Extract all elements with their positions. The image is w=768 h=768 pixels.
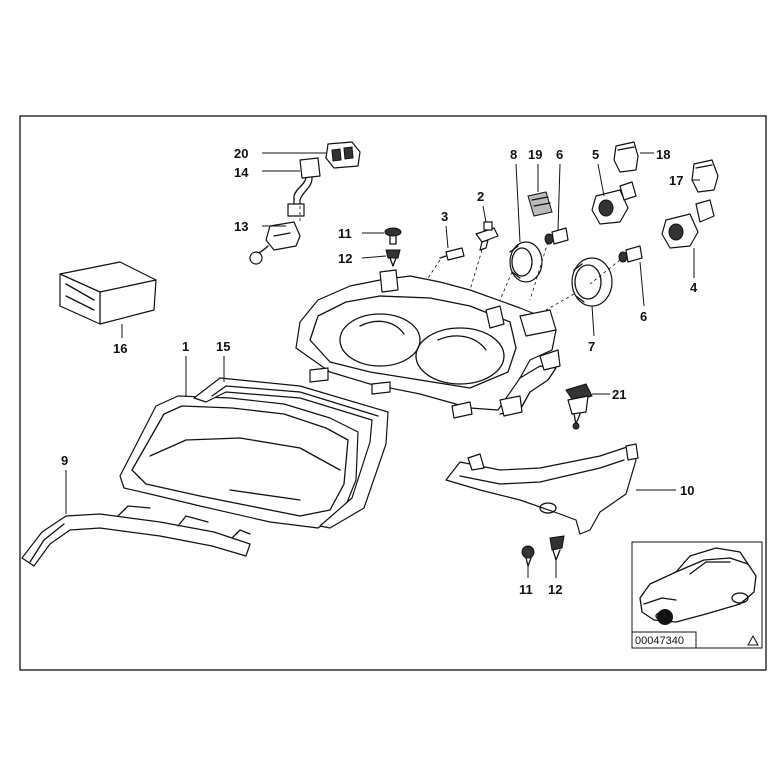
assembly-guide-lines xyxy=(299,206,621,311)
callout-11-top: 11 xyxy=(338,226,352,241)
callout-8: 8 xyxy=(510,147,517,162)
part-18-cap xyxy=(613,141,639,173)
callout-12-top: 12 xyxy=(338,251,352,266)
part-6-bulb-upper xyxy=(544,227,569,245)
part-14-wiring-harness xyxy=(287,157,321,217)
callout-4: 4 xyxy=(690,280,698,295)
part-19-bulb xyxy=(527,191,553,217)
headlight-housing xyxy=(295,269,561,419)
location-marker xyxy=(657,609,673,625)
callout-1: 1 xyxy=(182,339,189,354)
part-12-clip-top xyxy=(385,249,401,267)
part-7-cap xyxy=(571,257,613,307)
callout-12-bottom: 12 xyxy=(548,582,562,597)
part-5-bulb-holder xyxy=(591,181,637,225)
callout-13: 13 xyxy=(234,219,248,234)
part-16-box xyxy=(59,261,157,325)
part-3-bulb xyxy=(439,247,465,261)
part-11-screw-bottom xyxy=(521,545,535,567)
leader-lines xyxy=(65,152,700,578)
callout-6-lower: 6 xyxy=(640,309,647,324)
part-15-gasket xyxy=(193,377,389,529)
diagram-code: 00047340 xyxy=(635,635,684,647)
part-11-screw-top xyxy=(384,227,402,245)
callout-labels: 20 14 13 11 12 3 2 8 19 6 5 18 17 4 6 7 … xyxy=(61,146,698,597)
callout-5: 5 xyxy=(592,147,599,162)
warning-triangle-icon xyxy=(747,634,759,646)
callout-14: 14 xyxy=(234,165,249,180)
callout-9: 9 xyxy=(61,453,68,468)
part-2-socket xyxy=(475,221,499,251)
callout-21: 21 xyxy=(612,387,626,402)
part-13-bulb xyxy=(249,221,301,265)
callout-10: 10 xyxy=(680,483,694,498)
part-6-bulb-lower xyxy=(618,245,643,263)
callout-17: 17 xyxy=(669,173,683,188)
part-9-trim-strip xyxy=(21,505,251,567)
part-4-bulb-holder xyxy=(661,199,715,249)
callout-19: 19 xyxy=(528,147,542,162)
part-8-cap xyxy=(509,241,543,283)
callout-20: 20 xyxy=(234,146,248,161)
part-10-bracket xyxy=(445,443,639,535)
callout-18: 18 xyxy=(656,147,670,162)
callout-3: 3 xyxy=(441,209,448,224)
callout-2: 2 xyxy=(477,189,484,204)
part-12-clip-bottom xyxy=(549,535,565,561)
callout-7: 7 xyxy=(588,339,595,354)
part-20-connector xyxy=(325,141,361,169)
callout-15: 15 xyxy=(216,339,230,354)
part-1-lens xyxy=(119,395,359,529)
vehicle-location-thumbnail: 00047340 xyxy=(631,541,763,649)
callout-11-bottom: 11 xyxy=(519,582,533,597)
part-21-grommet xyxy=(565,383,593,430)
part-17-cap xyxy=(691,159,719,193)
diagram-frame xyxy=(19,115,767,671)
callout-16: 16 xyxy=(113,341,127,356)
callout-6-upper: 6 xyxy=(556,147,563,162)
